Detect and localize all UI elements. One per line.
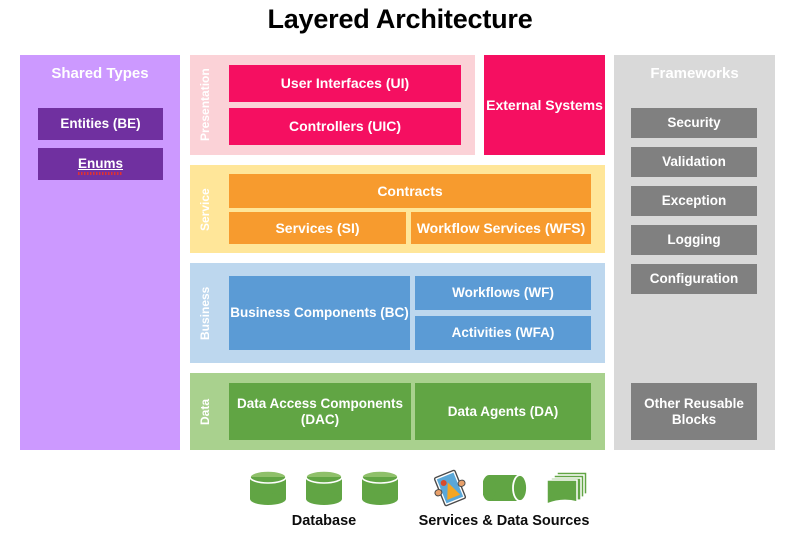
- data-block-data-agents[interactable]: Data Agents (DA): [415, 383, 591, 440]
- framework-item-validation-label: Validation: [662, 154, 726, 170]
- framework-item-security-label: Security: [667, 115, 721, 131]
- data-cylinder-icon: [483, 474, 528, 502]
- layer-presentation-label: Presentation: [198, 68, 212, 142]
- layer-service-label: Service: [198, 188, 212, 232]
- page-title: Layered Architecture: [267, 4, 533, 34]
- presentation-block-user-interfaces-label: User Interfaces (UI): [280, 75, 410, 92]
- services-data-sources-caption: Services & Data Sources: [418, 513, 590, 529]
- service-block-services-label: Services (SI): [275, 219, 360, 236]
- layer-business-label: Business: [198, 286, 212, 340]
- framework-item-configuration-label: Configuration: [649, 271, 739, 287]
- service-block-contracts-label: Contracts: [377, 182, 443, 199]
- presentation-block-controllers[interactable]: Controllers (UIC): [229, 108, 461, 145]
- framework-item-exception[interactable]: Exception: [631, 186, 757, 216]
- framework-item-configuration[interactable]: Configuration: [631, 264, 757, 294]
- shared-types-title: Shared Types: [51, 64, 149, 82]
- service-block-contracts[interactable]: Contracts: [229, 174, 591, 208]
- framework-item-logging-label: Logging: [667, 232, 721, 248]
- business-block-workflows-label: Workflows (WF): [452, 285, 554, 301]
- data-block-data-access-components-label: Data Access Components (DAC): [236, 395, 404, 427]
- service-block-services[interactable]: Services (SI): [229, 212, 406, 244]
- layer-data-label: Data: [198, 399, 212, 426]
- business-block-activities[interactable]: Activities (WFA): [415, 316, 591, 350]
- business-block-activities-label: Activities (WFA): [451, 325, 555, 341]
- web-service-icon: [433, 469, 467, 507]
- shared-type-enums-label: Enums: [77, 156, 124, 175]
- database-cylinder-icon: [305, 470, 343, 505]
- presentation-block-controllers-label: Controllers (UIC): [289, 118, 401, 135]
- external-systems-box[interactable]: External Systems: [484, 55, 605, 155]
- shared-type-entities-box[interactable]: Entities (BE): [38, 108, 163, 140]
- shared-type-enums-box[interactable]: Enums: [38, 148, 163, 180]
- service-block-workflow-services[interactable]: Workflow Services (WFS): [411, 212, 591, 244]
- document-stack-icon: [546, 471, 588, 506]
- data-block-data-access-components[interactable]: Data Access Components (DAC): [229, 383, 411, 440]
- business-block-workflows[interactable]: Workflows (WF): [415, 276, 591, 310]
- service-block-workflow-services-label: Workflow Services (WFS): [416, 219, 586, 236]
- framework-item-security[interactable]: Security: [631, 108, 757, 138]
- database-cylinder-icon: [361, 470, 399, 505]
- presentation-block-user-interfaces[interactable]: User Interfaces (UI): [229, 65, 461, 102]
- framework-item-other-reusable-blocks-label: Other Reusable Blocks: [644, 395, 744, 427]
- database-cylinder-icon: [249, 470, 287, 505]
- bottom-icon-strip: Database Services & Data Sources: [0, 460, 800, 542]
- business-block-business-components[interactable]: Business Components (BC): [229, 276, 410, 350]
- data-block-data-agents-label: Data Agents (DA): [447, 403, 559, 419]
- shared-type-entities-label: Entities (BE): [60, 116, 141, 132]
- database-caption: Database: [291, 513, 357, 529]
- framework-item-exception-label: Exception: [661, 193, 727, 209]
- framework-item-validation[interactable]: Validation: [631, 147, 757, 177]
- external-systems-label: External Systems: [486, 96, 603, 113]
- framework-item-other-reusable-blocks[interactable]: Other Reusable Blocks: [631, 383, 757, 440]
- frameworks-title: Frameworks: [650, 64, 739, 82]
- business-block-business-components-label: Business Components (BC): [230, 305, 409, 321]
- framework-item-logging[interactable]: Logging: [631, 225, 757, 255]
